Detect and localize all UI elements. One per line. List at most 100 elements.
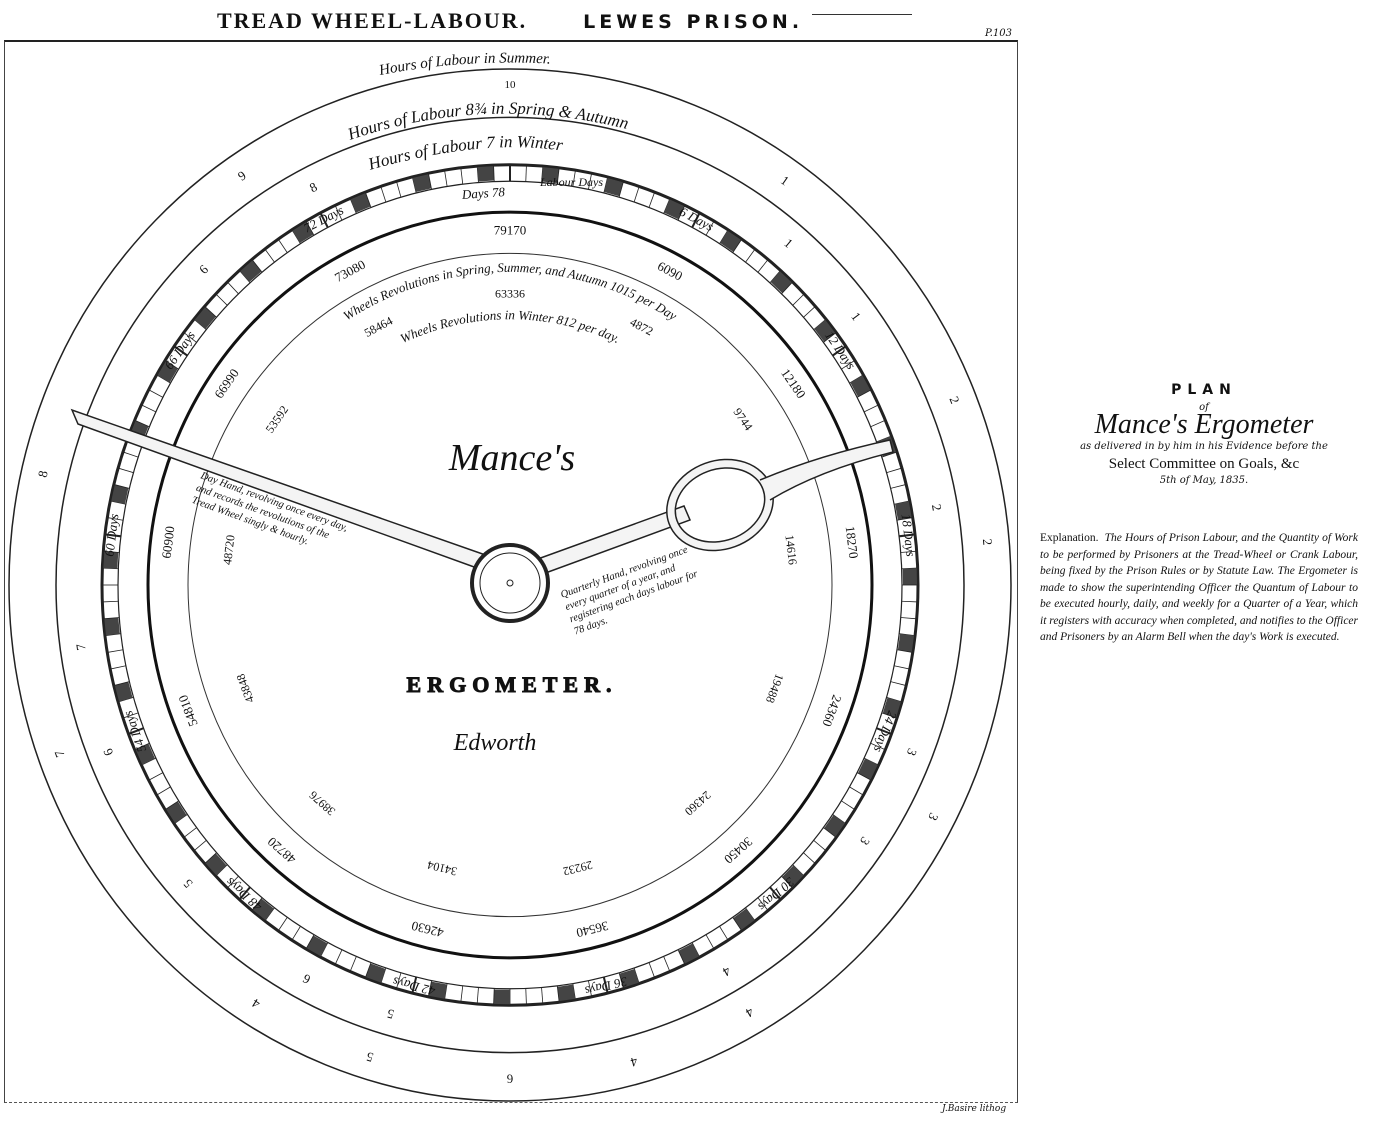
hour-block: [365, 963, 386, 983]
hour-block: [306, 935, 328, 957]
ring-tick: [460, 167, 464, 185]
ring-tick: [705, 220, 715, 236]
winter-revolution-value: 53592: [263, 403, 292, 436]
ring-tick: [890, 484, 907, 489]
ring-tick: [732, 238, 743, 253]
labour-days-label: Labour Days: [539, 175, 603, 189]
ring-tick: [134, 742, 150, 751]
spring-revolution-value: 60900: [159, 525, 178, 559]
hour-block: [770, 271, 792, 294]
plate-frame: [4, 40, 1018, 1103]
hour-block: [412, 174, 432, 192]
ring-tick: [104, 533, 121, 538]
plan-name: Mance's Ergometer: [1094, 409, 1314, 440]
day-label: 60 Days: [101, 513, 121, 557]
hour-block: [557, 984, 576, 1002]
outer-hour-number: 2: [946, 394, 962, 406]
middle-hour-number: 3: [904, 746, 920, 758]
ring-tick: [380, 186, 387, 203]
ring-tick: [117, 696, 134, 703]
ring-tick: [411, 176, 417, 194]
ring-tick: [493, 165, 495, 182]
hour-block: [897, 633, 915, 653]
hour-block: [205, 853, 227, 876]
hour-block: [824, 814, 845, 837]
plan-line2: Select Committee on Goals, &c: [1108, 456, 1300, 472]
ring-tick: [792, 864, 805, 877]
ring-tick: [334, 205, 343, 221]
ring-tick: [757, 259, 769, 273]
hour-block: [678, 943, 700, 964]
ring-tick: [134, 419, 150, 428]
pivot: [506, 579, 514, 587]
middle-hour-number: 5: [385, 1006, 395, 1022]
day-label: 18 Days: [899, 513, 919, 557]
ring-tick: [476, 987, 479, 1004]
ring-tick: [141, 757, 157, 766]
outer-hour-number: 5: [365, 1049, 376, 1065]
outer-ring: [8, 68, 1012, 1102]
outer-hour-number: 7: [51, 748, 67, 760]
ring-tick: [588, 173, 593, 190]
ring-tick: [881, 451, 898, 458]
ring-tick: [732, 917, 743, 932]
middle-hour-number: 7: [73, 642, 89, 651]
ring-tick: [156, 786, 171, 796]
hour-block: [428, 981, 447, 999]
ring-tick: [264, 248, 275, 263]
ring-tick: [173, 345, 188, 357]
ring-tick: [319, 212, 329, 228]
ring-tick: [691, 942, 700, 958]
ring-tick: [648, 962, 656, 979]
hour-block: [103, 551, 119, 569]
ring-tick: [349, 956, 357, 972]
ring-tick: [863, 404, 879, 413]
plan-title-block: PLAN of Mance's Ergometer as delivered i…: [1030, 382, 1378, 486]
middle-hour-number: 1: [848, 309, 864, 323]
middle-hour-number: 6: [300, 971, 313, 988]
hour-block: [477, 166, 495, 182]
ring-tick: [525, 165, 527, 182]
day-label: 12 Days: [822, 328, 859, 372]
dial-edge: [146, 210, 874, 960]
ring-tick: [277, 238, 288, 253]
ergometer-title: ERGOMETER.: [407, 672, 618, 697]
ring-tick: [305, 934, 315, 950]
ring-tick: [556, 985, 560, 1003]
ring-tick: [183, 332, 197, 343]
middle-hour-number: 6: [196, 261, 212, 277]
hour-block: [882, 697, 901, 718]
hour-block: [104, 617, 120, 636]
ring-tick: [444, 170, 448, 187]
hour-block: [850, 375, 871, 397]
ring-tick: [122, 712, 139, 719]
winter-revolutions-label: Wheels Revolutions in Winter 812 per day…: [398, 307, 623, 346]
ring-tick: [204, 852, 217, 864]
winter-revolution-value: 19488: [763, 672, 787, 705]
ring-tick: [277, 917, 288, 932]
ring-tick: [901, 567, 918, 570]
hub: [470, 543, 550, 623]
ring-tick: [525, 988, 527, 1005]
ring-tick: [110, 665, 127, 670]
spring-revolution-value: 24360: [819, 693, 845, 729]
ring-tick: [663, 956, 671, 972]
spring-revolution-value: 6090: [655, 258, 685, 283]
ring-tick: [476, 166, 479, 183]
ring-tick: [886, 467, 903, 474]
ring-tick: [364, 962, 372, 979]
ring-tick: [572, 170, 576, 187]
ring-tick: [633, 186, 640, 203]
hour-block: [135, 743, 155, 765]
outer-hour-number: 4: [743, 1005, 757, 1021]
ring-tick: [870, 419, 886, 428]
winter-revolution-value: 24360: [682, 788, 714, 818]
ring-tick: [164, 800, 179, 810]
divider: [812, 14, 912, 15]
hour-block: [895, 501, 912, 521]
hour-block: [292, 221, 314, 243]
ring-tick: [349, 198, 357, 214]
ring-tick: [493, 988, 495, 1005]
ring-tick: [719, 926, 729, 941]
hour-block: [240, 260, 262, 283]
